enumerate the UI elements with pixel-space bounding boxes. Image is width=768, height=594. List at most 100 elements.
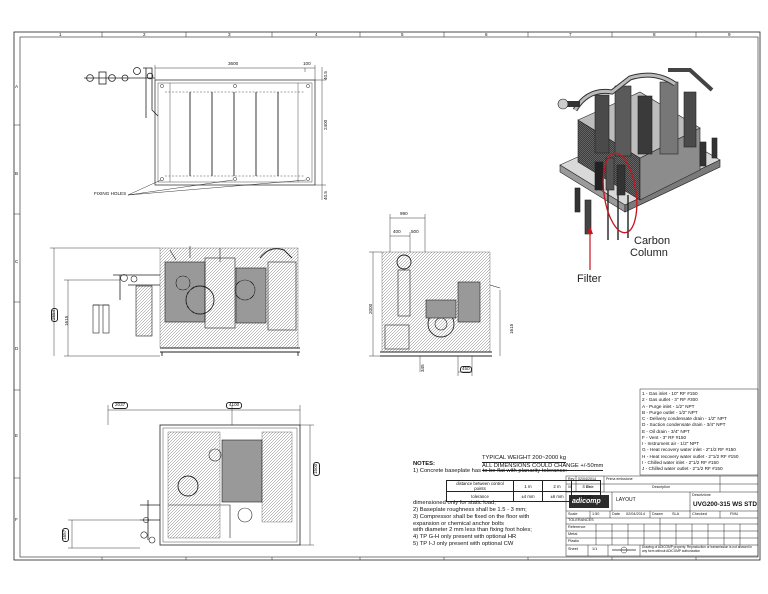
legend-item: F - Vent - 3" RF #150 <box>642 434 687 440</box>
notes-overlay-dimensions: ALL DIMENSIONS COULD CHANGE +/-50mm <box>482 463 604 471</box>
dim-side-w2-500: 500 <box>411 229 419 234</box>
column-marker-8: 8 <box>653 32 656 37</box>
connection-legend: 1 - Gas inlet - 10" RF #150 2 - Gas outl… <box>642 391 758 472</box>
sheet-label: Sheet <box>568 547 578 551</box>
dim-side-width-990: 990 <box>400 211 408 216</box>
row-marker-a: A <box>15 84 19 89</box>
legend-item: C - Delivery condensate drain - 1/2" NPT <box>642 416 727 421</box>
title-date-label: Date <box>586 485 594 489</box>
dim-side-height-1615: 1615 <box>509 323 514 334</box>
title-rev-value: 00 <box>568 485 572 489</box>
drawing-code: UVG200-315 WS STD <box>693 501 757 508</box>
table-row: distance between control points 1 m 2 m … <box>446 480 601 492</box>
dim-side-height-2000: 2000 <box>368 303 373 314</box>
disclaimer-text: Drawing of ADICOMP property. Reproductio… <box>642 545 752 553</box>
dim-side-bottom-450: 450 <box>460 366 472 373</box>
front-view <box>50 246 300 357</box>
table-cell: 1 m <box>513 480 543 492</box>
callout-carbon-line2: Column <box>630 247 668 259</box>
table-cell: ±4 mm <box>513 491 543 502</box>
legend-item: E - Oil drain - 3/4" NPT <box>642 428 690 434</box>
row-marker-e: E <box>15 433 19 438</box>
dim-front-height-1615: 1615 <box>64 315 69 326</box>
dim-plan-left-2037: 2037 <box>112 402 129 409</box>
row-marker-c: C <box>15 259 19 264</box>
dim-length-3600: 3600 <box>228 61 239 66</box>
plan-view <box>68 405 314 549</box>
date-value: 02/04/2014 <box>626 512 646 516</box>
table-cell: distance between control points <box>446 480 514 492</box>
row-marker-f: F <box>15 517 18 522</box>
column-marker-6: 6 <box>485 32 488 37</box>
dim-offset-100: 100 <box>303 61 311 66</box>
legend-item: G - Heat recovery water inlet - 2"1/2 RF… <box>642 447 736 453</box>
drawn-label: Drawn <box>652 512 663 516</box>
note-line-4: 3) Compressor shall be fixed on the floo… <box>413 513 530 520</box>
column-marker-9: 9 <box>728 32 731 37</box>
note-line-1: 1) Concrete baseplate has to be flat wit… <box>413 467 568 474</box>
note-line-3: 2) Baseplate roughness shall be 1.5 - 3 … <box>413 507 527 514</box>
callout-carbon-line1: Carbon <box>634 235 671 247</box>
legend-frame <box>639 388 759 476</box>
note-line-5: expansion or chemical anchor bolts <box>413 520 504 527</box>
legend-item: I - Chilled water inlet - 2"1/2 RF #150 <box>642 459 719 465</box>
date-label: Date <box>612 512 621 516</box>
legend-item: B - Purge outlet - 1/2" NPT <box>642 409 698 415</box>
checked-value: FMU <box>730 512 739 516</box>
title-rev-label: Rev <box>568 477 575 481</box>
table-cell: tolerance <box>446 491 514 502</box>
notes-overlay-weight: TYPICAL WEIGHT 200~2000 kg <box>482 455 566 463</box>
dim-plan-side-1500: 1500 <box>313 461 320 476</box>
notes-block: NOTES: 1) Concrete baseplate has to be f… <box>413 461 638 547</box>
tol-metal: Metal <box>568 532 578 536</box>
row-marker-b: B <box>15 171 19 176</box>
scale-value: 1:50 <box>592 512 600 516</box>
drawing-desc-head: Descrizione <box>692 493 711 497</box>
legend-item: J - Chilled water outlet - 2"1/2 RF #150 <box>642 466 723 471</box>
note-line-7: 4) TP G-H only present with optional HR <box>413 533 517 540</box>
title-description-label: Description <box>652 485 670 489</box>
note-line-2: dimensioned only for static load; <box>413 500 496 507</box>
title-block-frame <box>565 475 759 557</box>
label-fixing-holes: FIXING HOLES <box>94 191 127 196</box>
column-marker-3: 3 <box>228 32 231 37</box>
scale-label: Scale <box>568 512 578 516</box>
filter-arrowhead <box>587 226 593 234</box>
legend-item: 2 - Gas outlet - 3" RF #300 <box>642 397 698 403</box>
table-row: tolerance ±4 mm ±6 mm ±8 mm <box>446 491 601 502</box>
callout-filter: Filter <box>577 273 602 285</box>
planarity-tolerance-table: distance between control points 1 m 2 m … <box>446 480 601 502</box>
dim-plan-bottom-1657: 1657 <box>62 527 69 542</box>
table-cell: ±6 mm <box>542 491 572 502</box>
isometric-view <box>557 68 721 240</box>
tol-reference: Reference <box>568 525 586 529</box>
company-name: adicomp <box>572 498 601 505</box>
column-marker-5: 5 <box>401 32 404 37</box>
column-marker-1: 1 <box>59 32 62 37</box>
table-cell: ±8 mm <box>571 491 601 502</box>
dim-d2: 40.5 <box>323 191 328 200</box>
legend-item: D - Suction condensate drain - 3/4" NPT <box>642 422 726 428</box>
sheet-frame <box>13 31 761 561</box>
title-rev-desc: Prima emissione <box>606 477 633 481</box>
legend-item: A - Purge inlet - 1/2" NPT <box>642 403 695 409</box>
column-marker-7: 7 <box>569 32 572 37</box>
dim-width-2400: 2400 <box>323 119 328 130</box>
drawn-value: SLA <box>672 512 680 516</box>
tol-plastic: Plastic <box>568 539 580 543</box>
sheet-value: 1/1 <box>592 547 598 551</box>
top-view <box>84 65 326 200</box>
row-marker-d: D <box>15 346 19 351</box>
carbon-column-highlight <box>602 152 638 234</box>
drawing-desc: LAYOUT <box>616 497 636 503</box>
side-view <box>369 214 501 376</box>
note-line-6: with diameter 2 mm less than fixing foot… <box>413 527 532 534</box>
dim-side-w1-400: 400 <box>393 229 401 234</box>
checked-label: Checked <box>692 512 707 516</box>
dim-d1: 40.5 <box>323 71 328 80</box>
column-marker-2: 2 <box>143 32 146 37</box>
legend-item: 1 - Gas inlet - 10" RF #150 <box>642 391 698 396</box>
note-line-8: 5) TP I-J only present with optional CW <box>413 540 514 547</box>
column-marker-4: 4 <box>315 32 318 37</box>
